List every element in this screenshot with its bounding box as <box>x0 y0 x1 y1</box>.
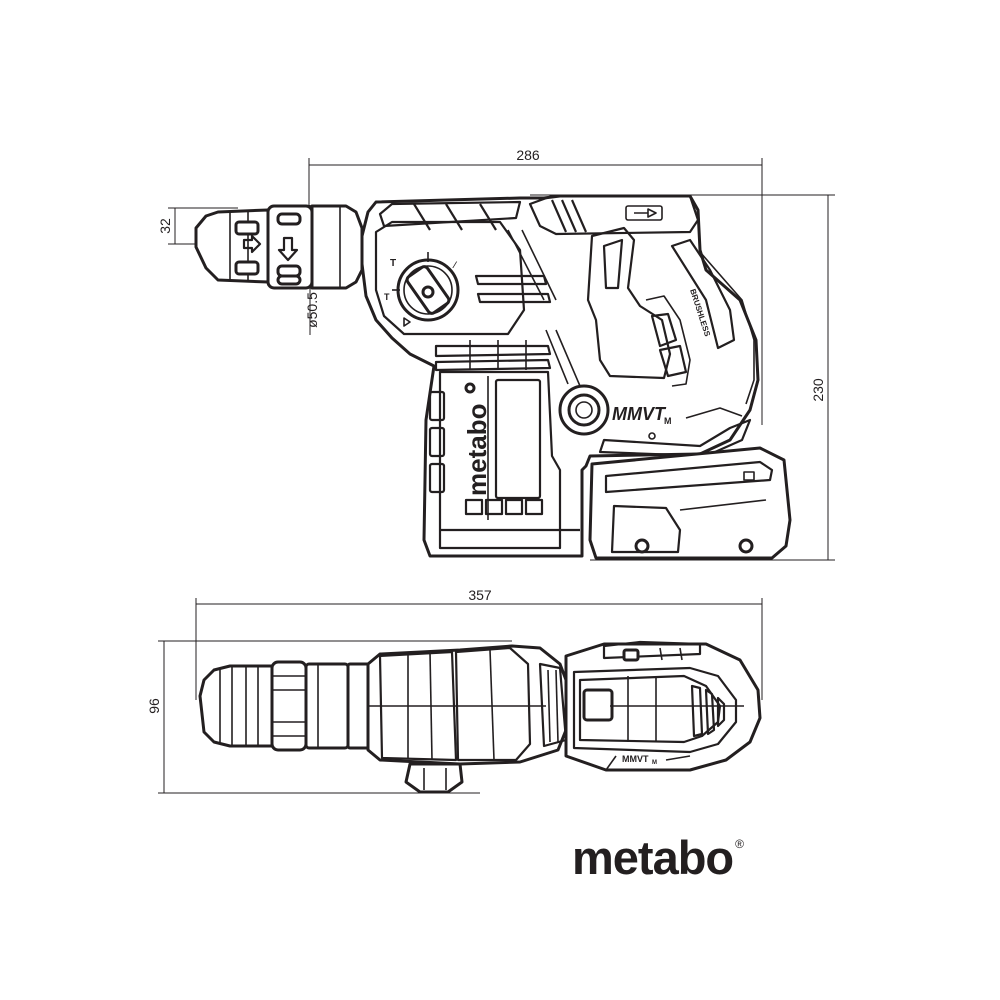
registered-mark: ® <box>735 837 744 851</box>
side-battery <box>588 446 792 560</box>
svg-text:⁄: ⁄ <box>452 260 458 270</box>
top-main-body <box>366 644 568 794</box>
vibration-label-suffix: M <box>664 416 672 426</box>
top-handle: MMVT M <box>564 640 762 772</box>
dimension-357: 357 <box>195 587 763 700</box>
top-chuck <box>198 660 372 752</box>
dimension-357-label: 357 <box>468 587 492 603</box>
top-view-hammer: MMVT M <box>198 640 762 794</box>
vibration-label: MMVT <box>612 404 667 424</box>
dimension-50-5-label: ø50.5 <box>304 292 320 328</box>
side-view-hammer: T T ⁄ BRUSHLESS <box>194 194 792 560</box>
metabo-logo: metabo® <box>572 828 792 888</box>
dimension-32-label: 32 <box>157 218 173 234</box>
dimension-286-label: 286 <box>516 147 540 163</box>
body-brand: metabo <box>462 404 492 496</box>
dimension-96-label: 96 <box>146 698 162 714</box>
metabo-logo-text: metabo <box>572 831 734 884</box>
dimension-286: 286 <box>308 147 763 425</box>
svg-text:T: T <box>390 258 396 269</box>
side-main-housing: T T ⁄ BRUSHLESS <box>360 194 760 558</box>
top-vibration-label: MMVT <box>622 754 649 764</box>
side-chuck <box>194 204 364 290</box>
dimension-230-label: 230 <box>810 378 826 402</box>
top-vibration-label-suffix: M <box>652 760 657 766</box>
svg-text:T: T <box>384 292 390 302</box>
